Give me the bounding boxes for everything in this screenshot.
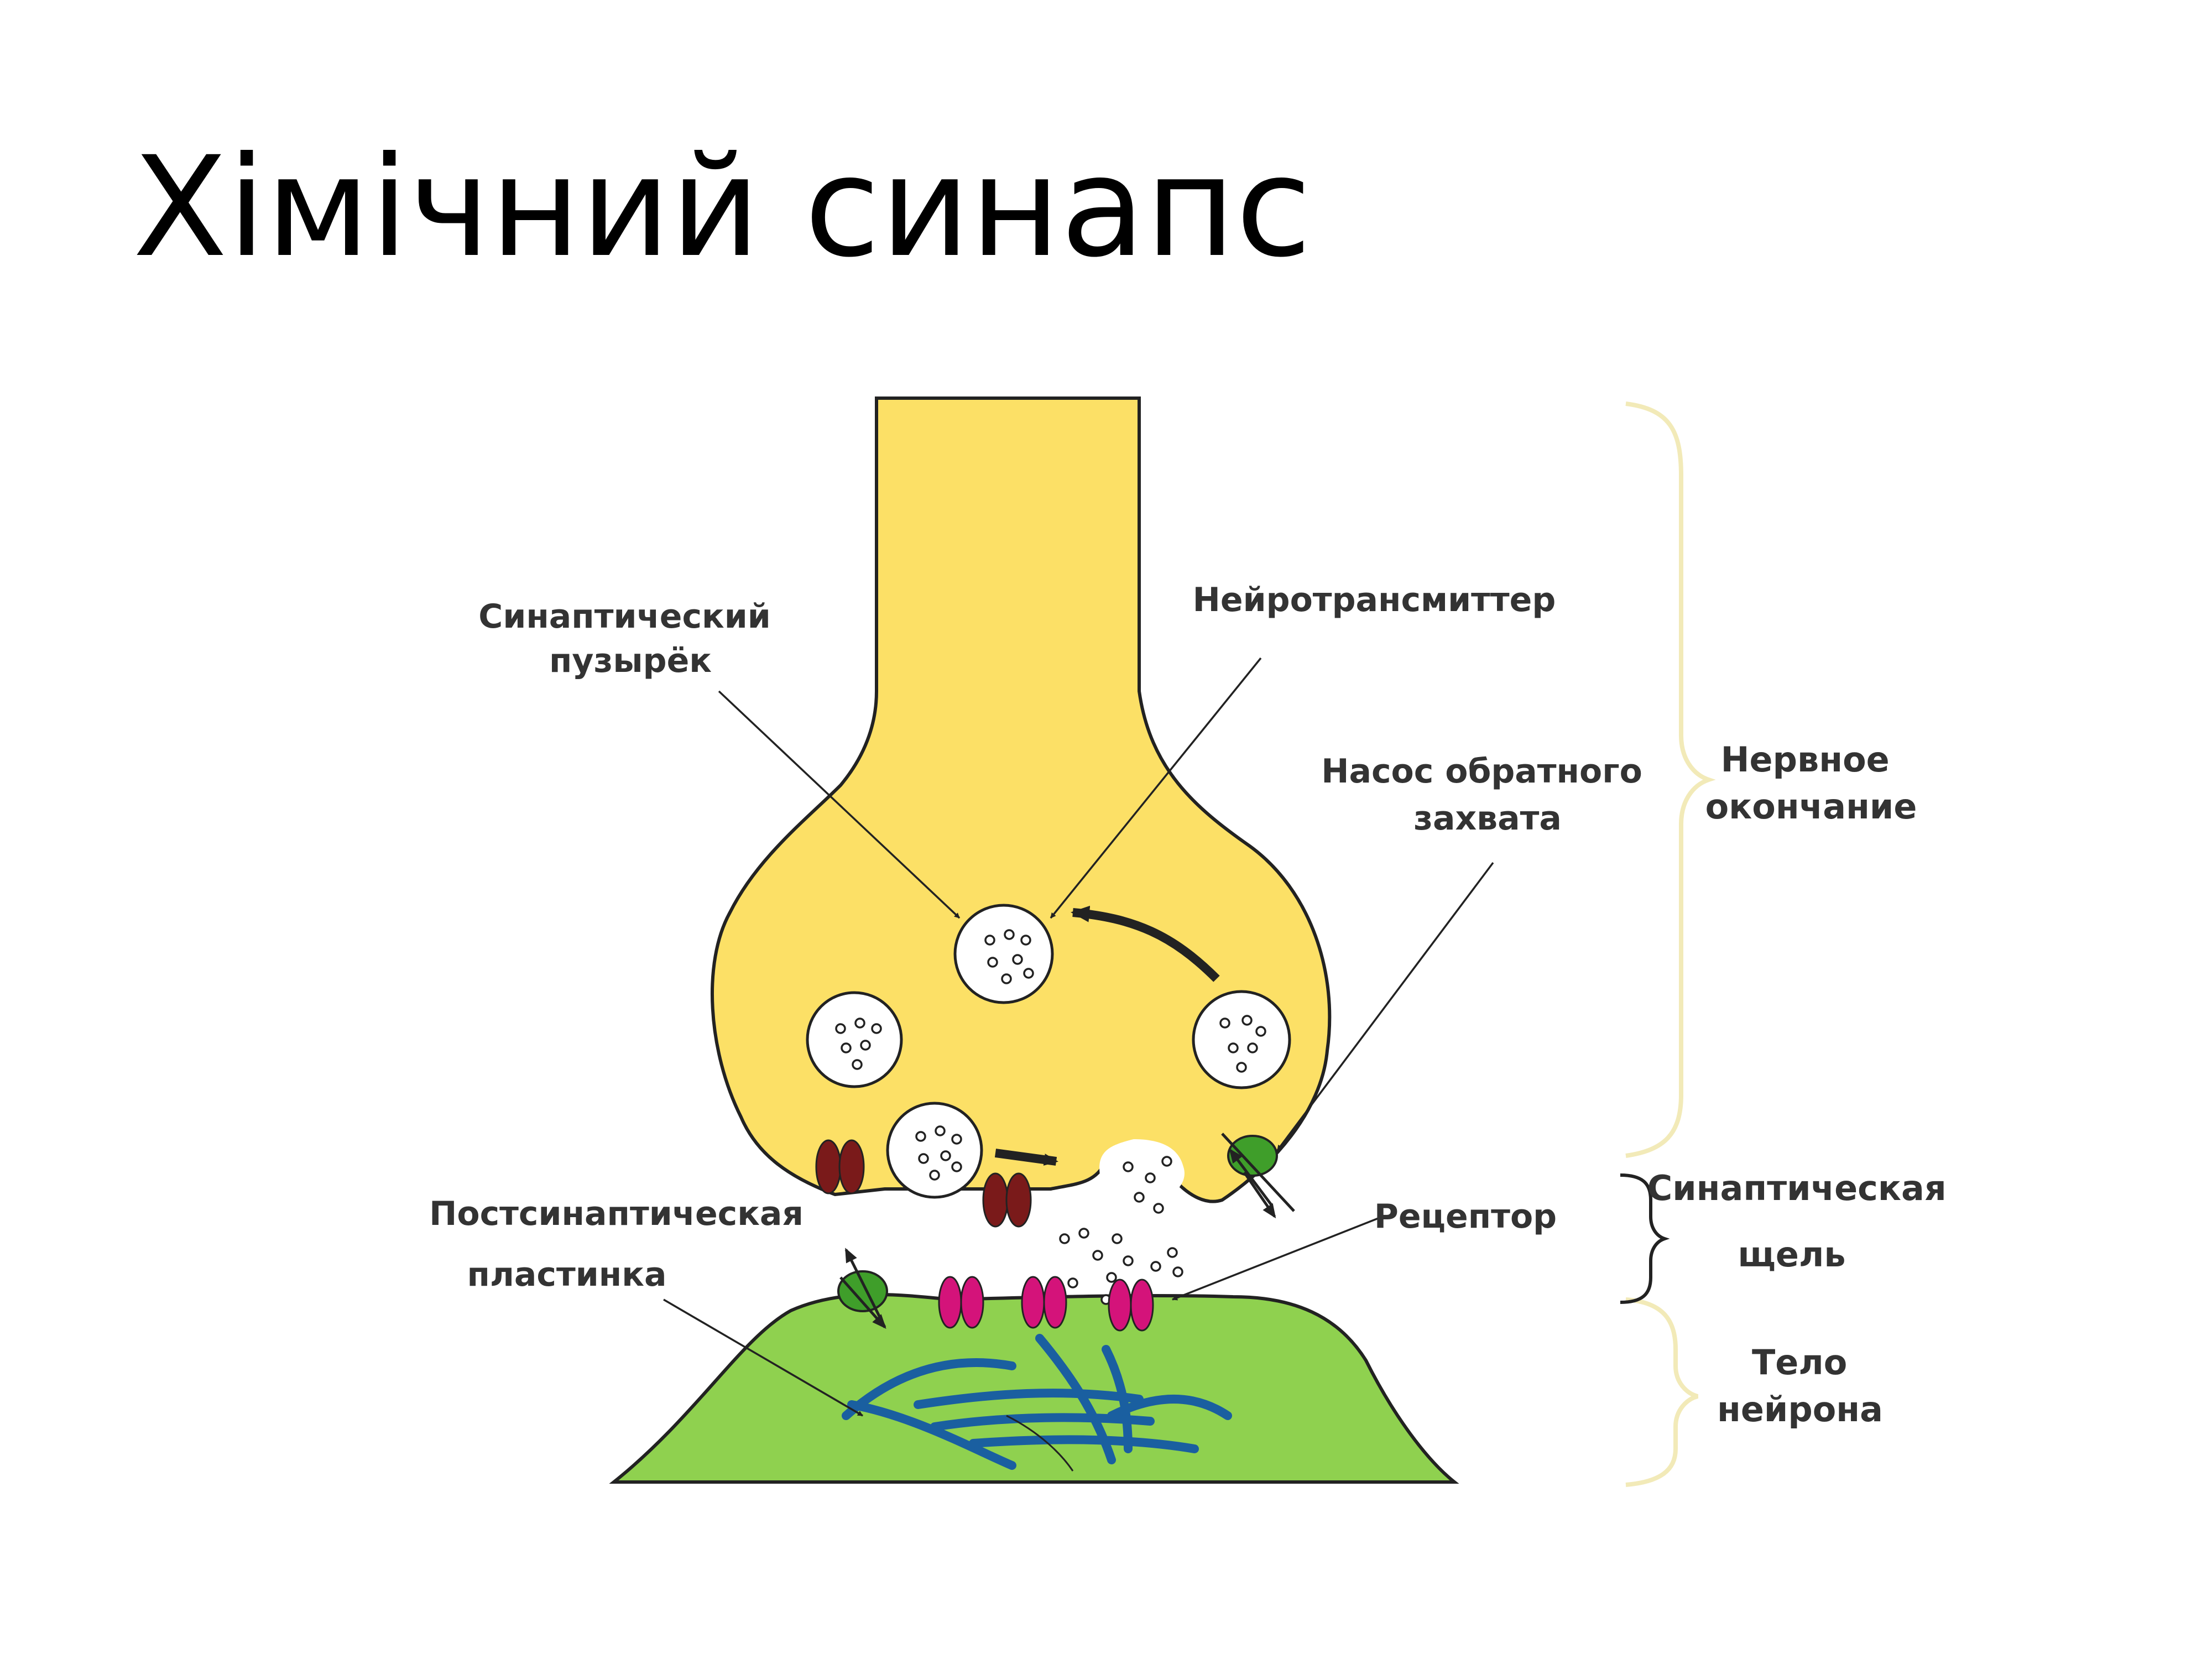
label-neurotransmitter: Нейротрансмиттер <box>1193 581 1556 619</box>
postsynaptic-receptors <box>938 1276 1154 1332</box>
pump-arrows <box>839 1133 1295 1329</box>
label-pointers <box>663 657 1494 1417</box>
vesicle-right <box>1192 990 1291 1089</box>
neurotransmitter-molecules <box>1059 1156 1183 1305</box>
presynaptic-channels <box>815 1139 1032 1228</box>
nerve-ending-brace <box>1625 401 1716 1158</box>
vesicle-top <box>953 904 1054 1004</box>
region-braces <box>1625 401 1716 1487</box>
label-neuron-body: Тело нейрона <box>1717 1342 1883 1430</box>
label-postsynaptic-plate: Постсинаптическая пластинка <box>429 1194 815 1294</box>
cytoskeleton-filaments <box>842 1334 1232 1470</box>
synaptic-cleft-brace <box>1620 1173 1670 1304</box>
exocytosis-pocket <box>1099 1139 1185 1200</box>
label-synaptic-cleft: Синаптическая щель <box>1647 1168 1959 1275</box>
neuron-body-shape <box>609 1293 1459 1484</box>
neuron-body-brace <box>1625 1297 1699 1487</box>
label-reuptake-pump: Насос обратного захвата <box>1321 752 1653 838</box>
label-receptor: Рецептор <box>1374 1197 1557 1236</box>
slide-title: Хімічний синапс <box>133 127 1312 288</box>
recycle-arrow <box>1071 905 1220 982</box>
vesicle-bottom <box>886 1102 983 1199</box>
label-nerve-ending: Нервное окончание <box>1705 739 1917 827</box>
synaptic-vesicles <box>806 904 1291 1199</box>
vesicle-left <box>806 991 903 1088</box>
release-arrow <box>994 1149 1058 1166</box>
label-vesicle: Синаптический пузырёк <box>478 597 782 680</box>
